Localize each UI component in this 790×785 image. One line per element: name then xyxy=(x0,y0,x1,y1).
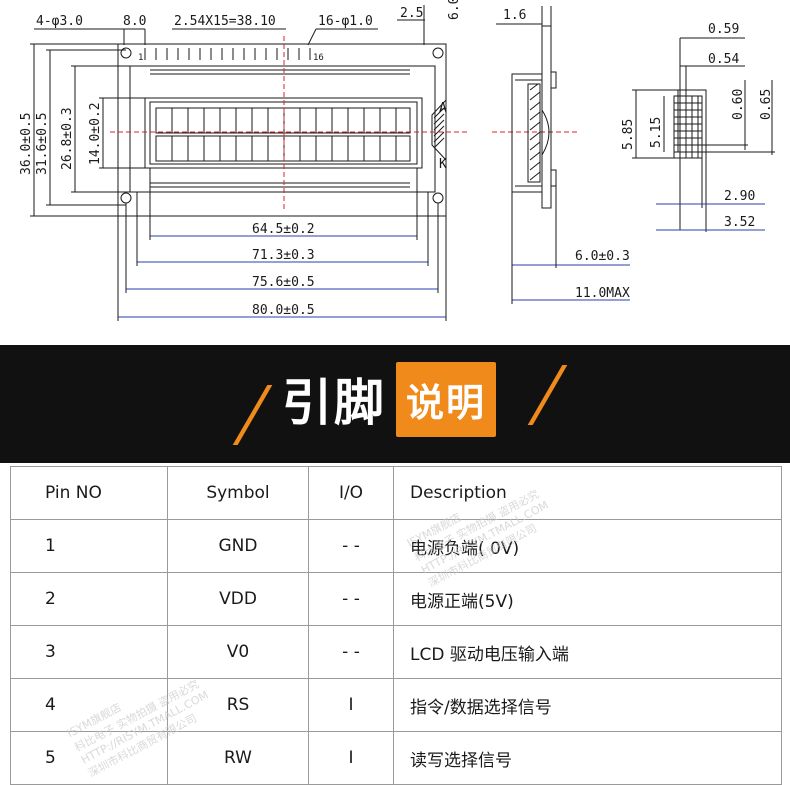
top-right-label: 6.0 xyxy=(447,0,462,20)
table-row: 5 RW I 读写选择信号 xyxy=(10,731,782,785)
banner-slash-right xyxy=(527,365,568,425)
banner-title: 引脚 说明 xyxy=(282,361,497,437)
table-header-row: Pin NO Symbol I/O Description xyxy=(10,466,782,520)
io-cell: I xyxy=(308,731,394,785)
banner-slash-left xyxy=(232,385,273,445)
dot-height2-label: 0.65 xyxy=(759,89,774,120)
header-pin: Pin NO xyxy=(10,466,168,520)
character-dot-detail xyxy=(673,89,707,159)
dot-height-label: 0.60 xyxy=(731,89,746,120)
width-75-label: 75.6±0.5 xyxy=(252,275,315,290)
header-description: Description xyxy=(393,466,782,520)
side-top-label: 1.6 xyxy=(503,8,526,23)
side-depth-label: 6.0±0.3 xyxy=(575,249,630,264)
section-banner: 引脚 说明 xyxy=(0,345,790,463)
description-cell: 电源负端( 0V) xyxy=(393,519,782,573)
pin-cell: 3 xyxy=(10,625,168,679)
symbol-cell: GND xyxy=(167,519,309,573)
table-row: 1 GND - - 电源负端( 0V) xyxy=(10,519,782,573)
table-row: 3 V0 - - LCD 驱动电压输入端 xyxy=(10,625,782,679)
dot-width2-label: 0.54 xyxy=(708,52,739,67)
pin-cell: 2 xyxy=(10,572,168,626)
pin-description-table: Pin NO Symbol I/O Description 1 GND - - … xyxy=(10,466,782,785)
pin-cell: 1 xyxy=(10,519,168,573)
header-symbol: Symbol xyxy=(167,466,309,520)
io-cell: - - xyxy=(308,625,394,679)
description-cell: 电源正端(5V) xyxy=(393,572,782,626)
banner-title-tag: 说明 xyxy=(396,361,497,437)
table-row: 4 RS I 指令/数据选择信号 xyxy=(10,678,782,732)
pin-header xyxy=(144,48,311,60)
header-io: I/O xyxy=(308,466,394,520)
pin-16-label: 16 xyxy=(313,53,324,63)
pitch-label: 2.54X15=38.10 xyxy=(174,14,276,29)
symbol-cell: V0 xyxy=(167,625,309,679)
description-cell: 读写选择信号 xyxy=(393,731,782,785)
table-row: 2 VDD - - 电源正端(5V) xyxy=(10,572,782,626)
char-height-label: 5.85 xyxy=(621,119,636,150)
io-cell: - - xyxy=(308,572,394,626)
banner-title-main: 引脚 xyxy=(282,374,386,432)
pin-cell: 5 xyxy=(10,731,168,785)
side-max-label: 11.0MAX xyxy=(575,286,630,301)
dot-width-label: 0.59 xyxy=(708,22,739,37)
char-width-label: 2.90 xyxy=(724,189,755,204)
offset-label: 8.0 xyxy=(123,14,146,29)
side-view xyxy=(511,25,557,209)
description-cell: 指令/数据选择信号 xyxy=(393,678,782,732)
pins-label: 16-φ1.0 xyxy=(318,14,373,29)
height-14-label: 14.0±0.2 xyxy=(88,102,103,165)
anode-label: A xyxy=(439,101,447,116)
height-36-label: 36.0±0.5 xyxy=(19,112,34,175)
width-71-label: 71.3±0.3 xyxy=(252,248,315,263)
hole-label: 4-φ3.0 xyxy=(36,14,83,29)
char-width2-label: 3.52 xyxy=(724,215,755,230)
io-cell: - - xyxy=(308,519,394,573)
character-grid xyxy=(155,107,411,162)
width-64-label: 64.5±0.2 xyxy=(252,222,315,237)
pin-cell: 4 xyxy=(10,678,168,732)
io-cell: I xyxy=(308,678,394,732)
description-cell: LCD 驱动电压输入端 xyxy=(393,625,782,679)
pin-1-label: 1 xyxy=(138,53,143,63)
lcd1602-dimension-drawing: 4-φ3.0 8.0 2.54X15=38.10 16-φ1.0 2.5 6.0… xyxy=(19,0,775,321)
symbol-cell: RW xyxy=(167,731,309,785)
pin-offset-label: 2.5 xyxy=(400,6,423,21)
height-31-label: 31.6±0.5 xyxy=(35,112,50,175)
symbol-cell: RS xyxy=(167,678,309,732)
char-height2-label: 5.15 xyxy=(649,117,664,148)
height-26-label: 26.8±0.3 xyxy=(60,107,75,170)
symbol-cell: VDD xyxy=(167,572,309,626)
width-80-label: 80.0±0.5 xyxy=(252,303,315,318)
cathode-label: K xyxy=(439,157,447,172)
